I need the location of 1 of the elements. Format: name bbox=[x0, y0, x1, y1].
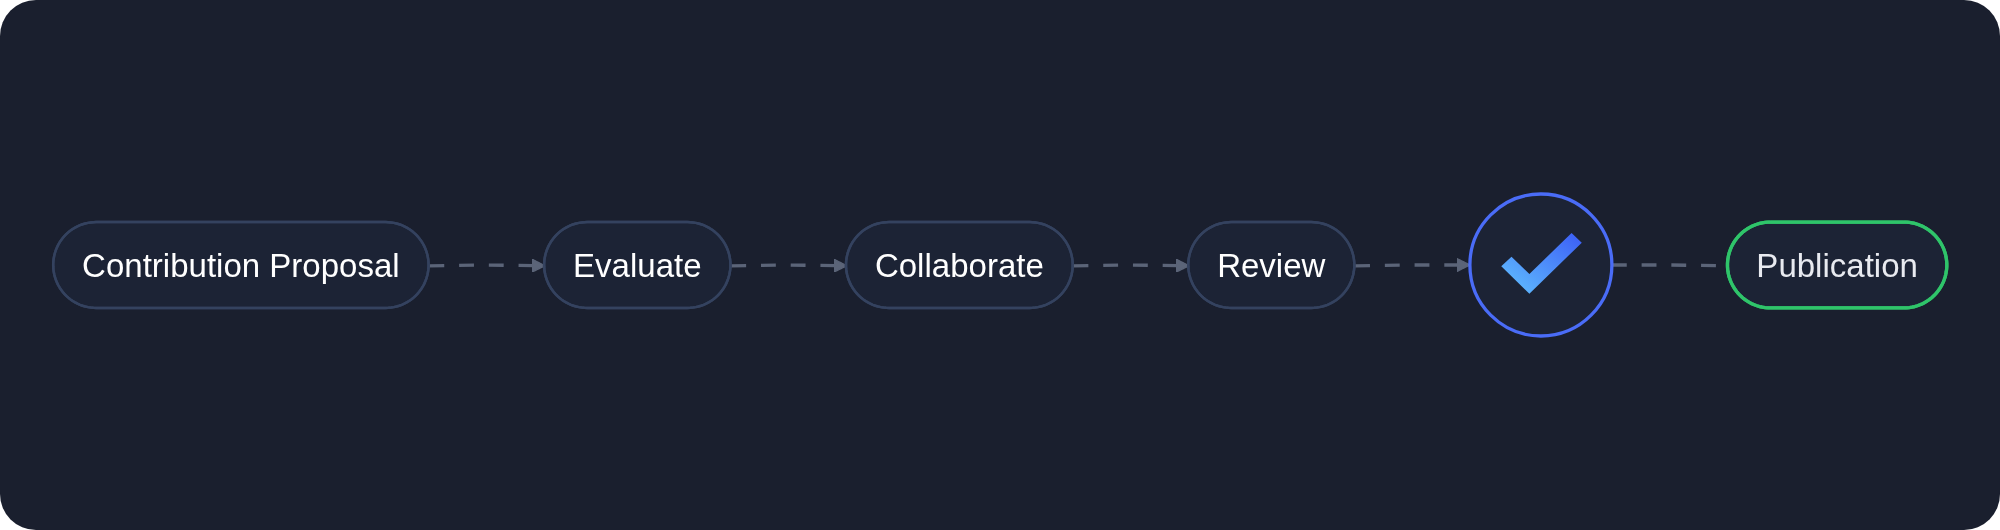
node-circle bbox=[1468, 192, 1614, 338]
